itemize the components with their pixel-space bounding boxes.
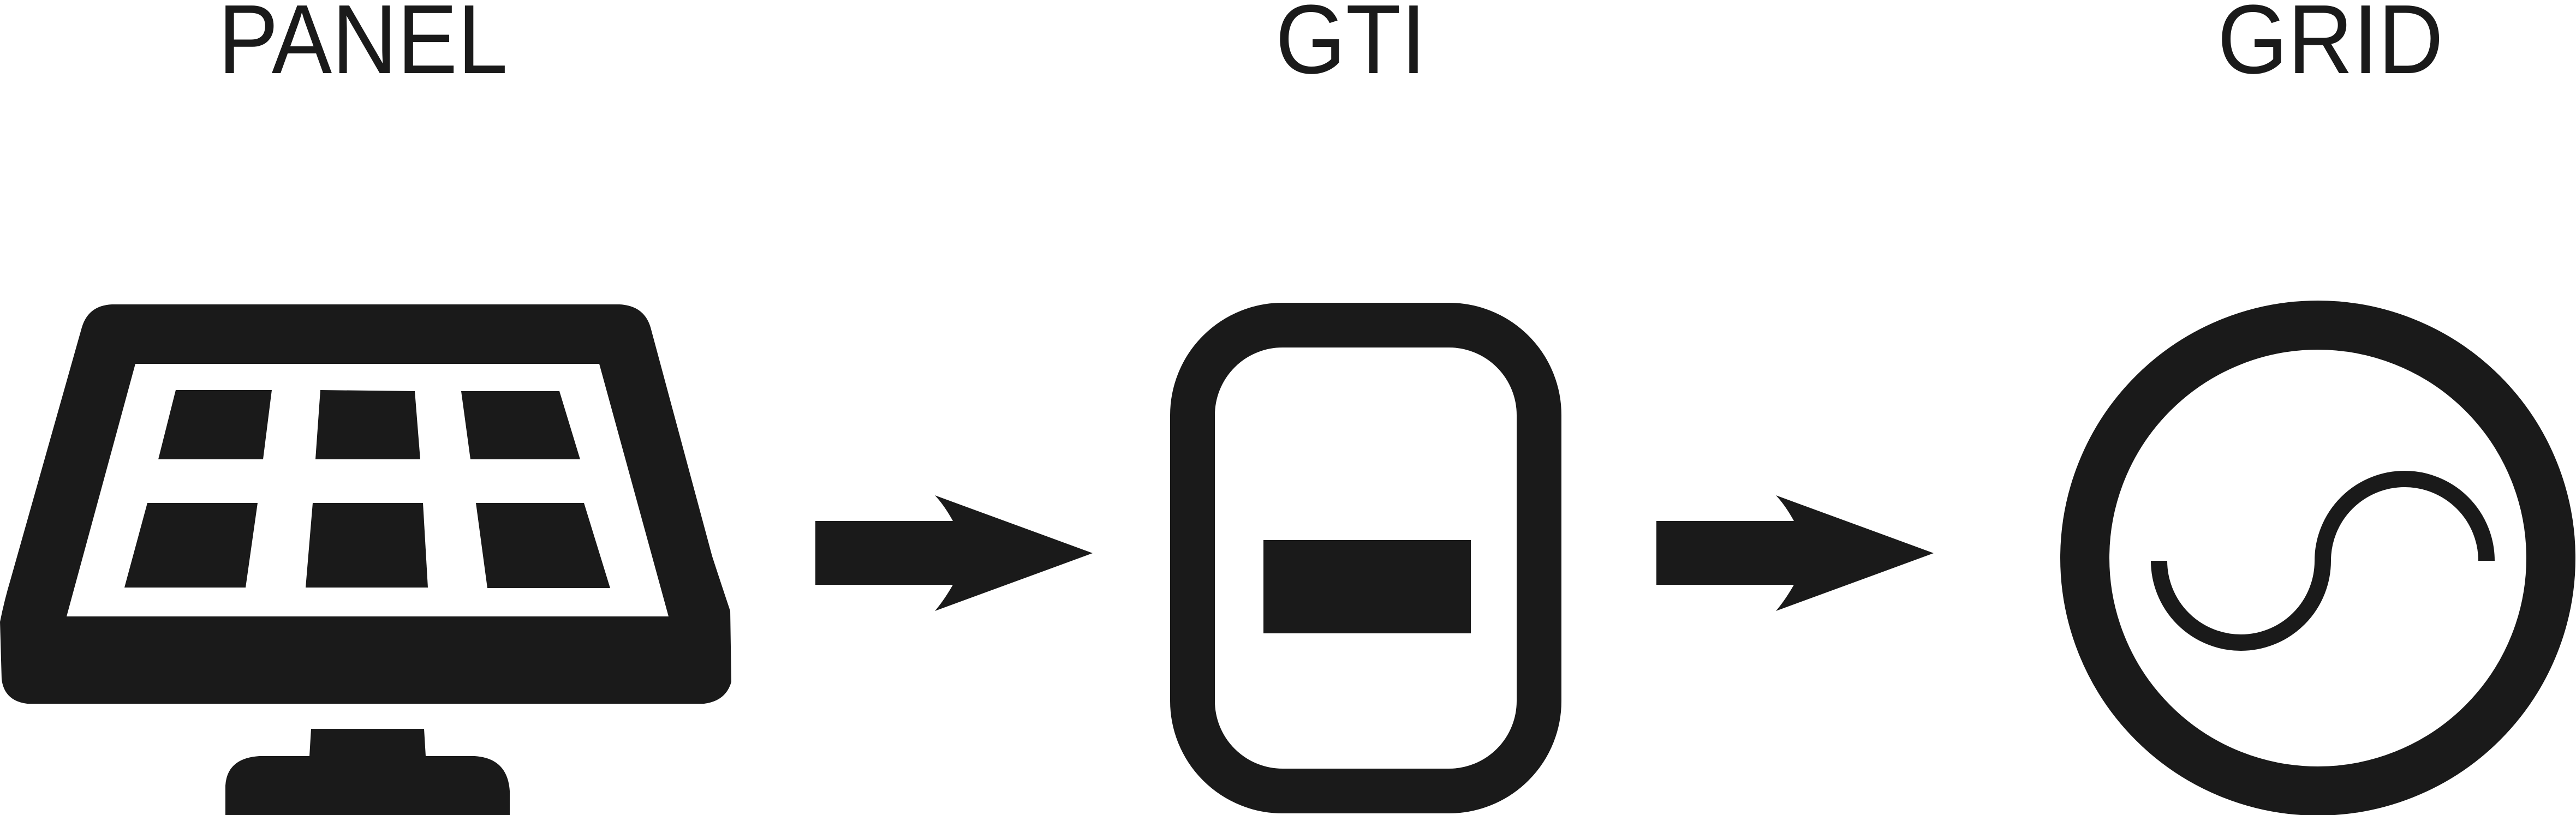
panel-cell (315, 390, 420, 459)
gti-label: GTI (1275, 0, 1426, 94)
arrow-right-icon (1656, 495, 1934, 611)
panel-cell (124, 503, 258, 588)
panel-cell (461, 391, 580, 459)
panel-cell (158, 390, 272, 459)
panel-stand (225, 729, 510, 815)
sine-wave (2151, 471, 2495, 651)
panel-label: PANEL (218, 0, 508, 94)
panel-cell (306, 503, 428, 588)
inverter-display (1263, 540, 1471, 633)
arrow-gti-to-grid (1656, 495, 1934, 611)
grid-label: GRID (2217, 0, 2443, 94)
grid-circle (2060, 301, 2575, 815)
arrow-right-icon (815, 495, 1093, 611)
panel-cell (476, 503, 610, 588)
inverter-icon (1170, 303, 1561, 813)
ac-sine-icon (2060, 301, 2575, 815)
solar-panel-icon (0, 304, 731, 815)
inverter-body (1170, 303, 1561, 813)
arrow-panel-to-gti (815, 495, 1093, 611)
